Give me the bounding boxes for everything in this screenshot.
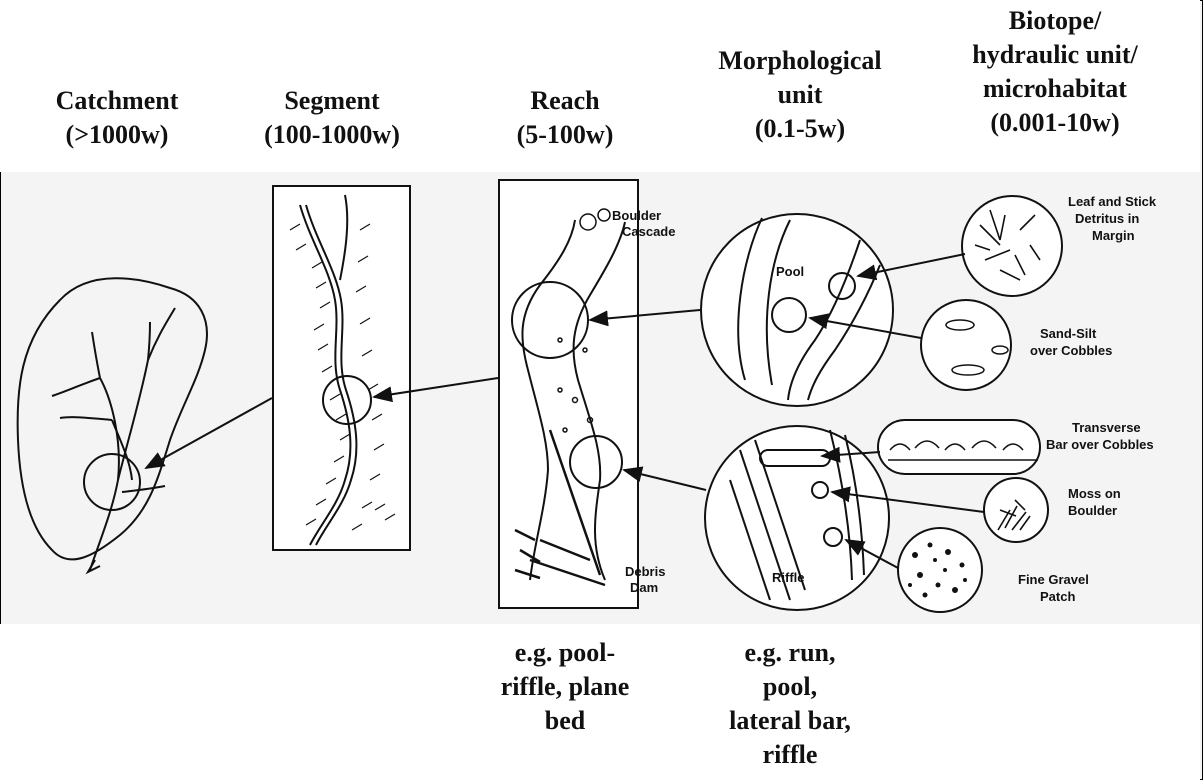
catchment-river-network <box>52 308 175 572</box>
sand-silt-circle <box>921 300 1011 390</box>
label-pool: Pool <box>776 264 804 279</box>
catchment-outline <box>18 278 207 559</box>
fine-gravel-circle <box>898 528 982 612</box>
transverse-bar-capsule <box>878 420 1040 474</box>
moss-circle <box>984 478 1048 542</box>
label-riffle: Riffle <box>772 570 805 585</box>
pool-unit-circle <box>701 214 893 406</box>
